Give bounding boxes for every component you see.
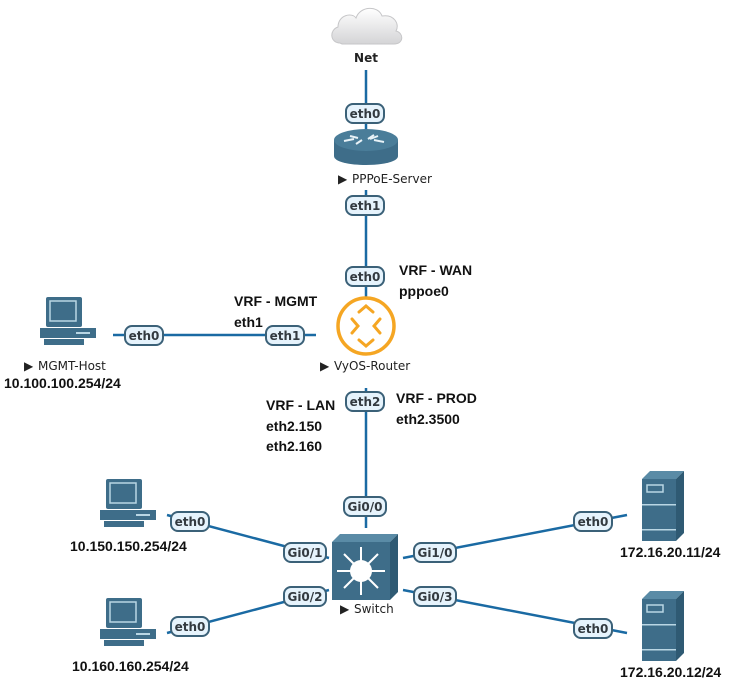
- port-switch-gi10[interactable]: Gi1/0: [413, 542, 457, 563]
- ip-server-12: 172.16.20.12/24: [620, 664, 721, 680]
- port-switch-gi03[interactable]: Gi0/3: [413, 586, 457, 607]
- svg-text:Gi0/3: Gi0/3: [417, 590, 452, 604]
- svg-text:eth0: eth0: [175, 515, 206, 529]
- server-icon: [642, 471, 684, 541]
- node-pppoe-server[interactable]: ▶ PPPoE-Server: [334, 129, 432, 186]
- port-switch-gi00[interactable]: Gi0/0: [343, 496, 387, 517]
- node-host-150[interactable]: 10.150.150.254/24: [70, 479, 187, 554]
- port-pppoe-eth0[interactable]: eth0: [345, 103, 385, 124]
- annotation-vrf-wan-if: pppoe0: [399, 283, 449, 299]
- node-label-pppoe-server: PPPoE-Server: [352, 172, 432, 186]
- port-server12-eth0[interactable]: eth0: [573, 618, 613, 639]
- annotation-vrf-lan: VRF - LAN: [266, 397, 335, 413]
- cloud-icon: [331, 7, 403, 45]
- node-label-switch: Switch: [354, 602, 394, 616]
- svg-text:▶: ▶: [340, 602, 350, 616]
- desktop-icon: [100, 479, 156, 527]
- port-host150-eth0[interactable]: eth0: [170, 511, 210, 532]
- svg-text:▶: ▶: [320, 359, 330, 373]
- desktop-icon: [100, 598, 156, 646]
- port-host160-eth0[interactable]: eth0: [170, 616, 210, 637]
- port-switch-gi02[interactable]: Gi0/2: [283, 586, 327, 607]
- port-vyos-eth1[interactable]: eth1: [265, 325, 305, 346]
- node-vyos-router[interactable]: ▶ VyOS-Router: [320, 296, 410, 373]
- annotation-vrf-wan: VRF - WAN: [399, 262, 472, 278]
- ip-host-150: 10.150.150.254/24: [70, 538, 187, 554]
- node-label-mgmt-host: MGMT-Host: [38, 359, 106, 373]
- annotations: VRF - WAN pppoe0 VRF - MGMT eth1 VRF - L…: [234, 262, 477, 454]
- node-host-160[interactable]: 10.160.160.254/24: [72, 598, 189, 674]
- svg-text:eth1: eth1: [350, 199, 381, 213]
- node-switch[interactable]: ▶ Switch: [332, 534, 398, 616]
- svg-text:eth0: eth0: [175, 620, 206, 634]
- node-label-net: Net: [354, 51, 378, 65]
- ip-mgmt-host: 10.100.100.254/24: [4, 375, 121, 391]
- router-icon: [334, 129, 398, 165]
- svg-text:eth1: eth1: [270, 329, 301, 343]
- svg-text:eth2: eth2: [350, 395, 381, 409]
- port-vyos-eth2[interactable]: eth2: [345, 391, 385, 412]
- port-pppoe-eth1[interactable]: eth1: [345, 195, 385, 216]
- vyos-icon: [336, 296, 396, 356]
- svg-text:Gi0/0: Gi0/0: [347, 500, 382, 514]
- ip-server-11: 172.16.20.11/24: [620, 544, 721, 560]
- annotation-vrf-mgmt-if: eth1: [234, 314, 263, 330]
- svg-text:▶: ▶: [24, 359, 34, 373]
- svg-text:eth0: eth0: [350, 107, 381, 121]
- play-icon: ▶: [320, 359, 330, 373]
- annotation-vrf-lan-if1: eth2.150: [266, 418, 322, 434]
- annotation-vrf-lan-if2: eth2.160: [266, 438, 322, 454]
- svg-text:eth0: eth0: [350, 270, 381, 284]
- server-icon: [642, 591, 684, 661]
- svg-text:eth0: eth0: [578, 515, 609, 529]
- play-icon: ▶: [340, 602, 350, 616]
- port-switch-gi01[interactable]: Gi0/1: [283, 542, 327, 563]
- annotation-vrf-prod: VRF - PROD: [396, 390, 477, 406]
- svg-text:▶: ▶: [338, 172, 348, 186]
- port-mgmt-eth0[interactable]: eth0: [124, 325, 164, 346]
- svg-text:Gi1/0: Gi1/0: [417, 546, 452, 560]
- desktop-icon: [40, 297, 96, 345]
- play-icon: ▶: [338, 172, 348, 186]
- svg-text:Gi0/2: Gi0/2: [287, 590, 322, 604]
- svg-text:Gi0/1: Gi0/1: [287, 546, 322, 560]
- node-server-12[interactable]: 172.16.20.12/24: [620, 591, 721, 680]
- ports: eth0 eth1 eth0 eth1 eth0 eth2 Gi0/0 Gi0/…: [124, 103, 613, 639]
- svg-text:eth0: eth0: [578, 622, 609, 636]
- svg-text:eth0: eth0: [129, 329, 160, 343]
- node-label-vyos-router: VyOS-Router: [334, 359, 410, 373]
- play-icon: ▶: [24, 359, 34, 373]
- ip-host-160: 10.160.160.254/24: [72, 658, 189, 674]
- switch-icon: [332, 534, 398, 600]
- port-server11-eth0[interactable]: eth0: [573, 511, 613, 532]
- port-vyos-eth0[interactable]: eth0: [345, 266, 385, 287]
- node-mgmt-host[interactable]: ▶ MGMT-Host 10.100.100.254/24: [4, 297, 121, 391]
- node-server-11[interactable]: 172.16.20.11/24: [620, 471, 721, 560]
- annotation-vrf-mgmt: VRF - MGMT: [234, 293, 318, 309]
- node-net[interactable]: Net: [331, 7, 403, 65]
- annotation-vrf-prod-if: eth2.3500: [396, 411, 460, 427]
